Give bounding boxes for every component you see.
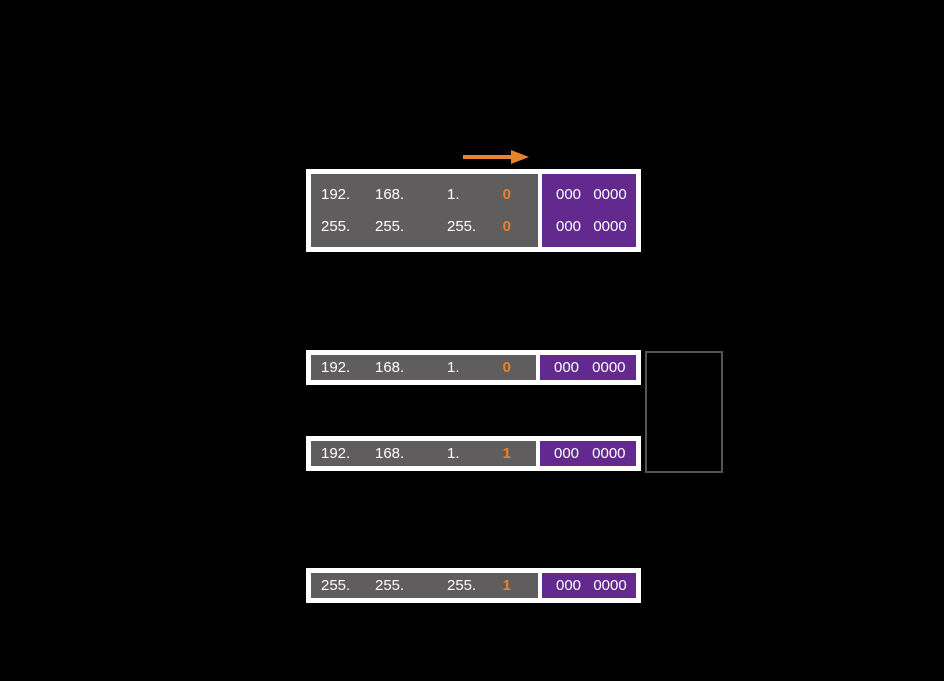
network-portion-block: 192. 168. 1. 0 255. 255. 255. 0 [311, 174, 538, 247]
network-portion-block: 255. 255. 255. 1 [311, 573, 538, 598]
empty-bracket-rectangle [645, 351, 723, 473]
octet-4-highlight: 1 [502, 576, 511, 594]
network-portion-block: 192. 168. 1. 0 [311, 355, 536, 380]
octet-1: 192. [321, 444, 351, 462]
octet-3: 1. [447, 358, 460, 376]
octet-1: 255. [321, 217, 351, 235]
octet-3: 1. [447, 444, 460, 462]
host-bits-a: 000 [556, 185, 582, 203]
host-portion-block: 000 0000 [540, 355, 636, 380]
octet-2: 168. [375, 444, 405, 462]
host-bits-b: 0000 [593, 576, 627, 594]
host-bits-b: 0000 [593, 217, 627, 235]
octet-3: 255. [447, 576, 477, 594]
host-portion-block: 000 0000 000 0000 [542, 174, 636, 247]
table-row: 255. 255. 255. 1 [311, 570, 538, 602]
host-bits-a: 000 [556, 576, 582, 594]
host-bits-b: 0000 [592, 444, 626, 462]
table-row: 192. 168. 1. 0 [311, 352, 536, 384]
address-group-first-address: 192. 168. 1. 0 000 0000 [306, 350, 641, 385]
octet-4-highlight: 0 [502, 358, 511, 376]
host-bits-b: 0000 [593, 185, 627, 203]
host-bits-a: 000 [556, 217, 582, 235]
octet-4-highlight: 1 [502, 444, 511, 462]
octet-3: 255. [447, 217, 477, 235]
octet-3: 1. [447, 185, 460, 203]
octet-2: 168. [375, 185, 405, 203]
host-bits-row: 000 0000 [540, 352, 636, 384]
octet-4-highlight: 0 [502, 217, 511, 235]
octet-2: 255. [375, 576, 405, 594]
octet-4-highlight: 0 [502, 185, 511, 203]
host-portion-block: 000 0000 [540, 441, 636, 466]
octet-1: 192. [321, 185, 351, 203]
table-row: 192. 168. 1. 1 [311, 438, 536, 470]
table-row: 255. 255. 255. 0 [311, 211, 538, 243]
host-bits-row: 000 0000 [542, 179, 636, 211]
host-bits-row: 000 0000 [542, 211, 636, 243]
host-bits-row: 000 0000 [542, 570, 636, 602]
host-bits-a: 000 [554, 358, 580, 376]
address-group-network-and-mask: 192. 168. 1. 0 255. 255. 255. 0 000 0000… [306, 169, 641, 252]
host-bits-a: 000 [554, 444, 580, 462]
host-portion-block: 000 0000 [542, 573, 636, 598]
octet-1: 255. [321, 576, 351, 594]
table-row: 192. 168. 1. 0 [311, 179, 538, 211]
address-group-second-address: 192. 168. 1. 1 000 0000 [306, 436, 641, 471]
host-bits-row: 000 0000 [540, 438, 636, 470]
octet-1: 192. [321, 358, 351, 376]
octet-2: 168. [375, 358, 405, 376]
orange-right-arrow [463, 150, 529, 164]
octet-2: 255. [375, 217, 405, 235]
address-group-mask-row: 255. 255. 255. 1 000 0000 [306, 568, 641, 603]
host-bits-b: 0000 [592, 358, 626, 376]
network-portion-block: 192. 168. 1. 1 [311, 441, 536, 466]
